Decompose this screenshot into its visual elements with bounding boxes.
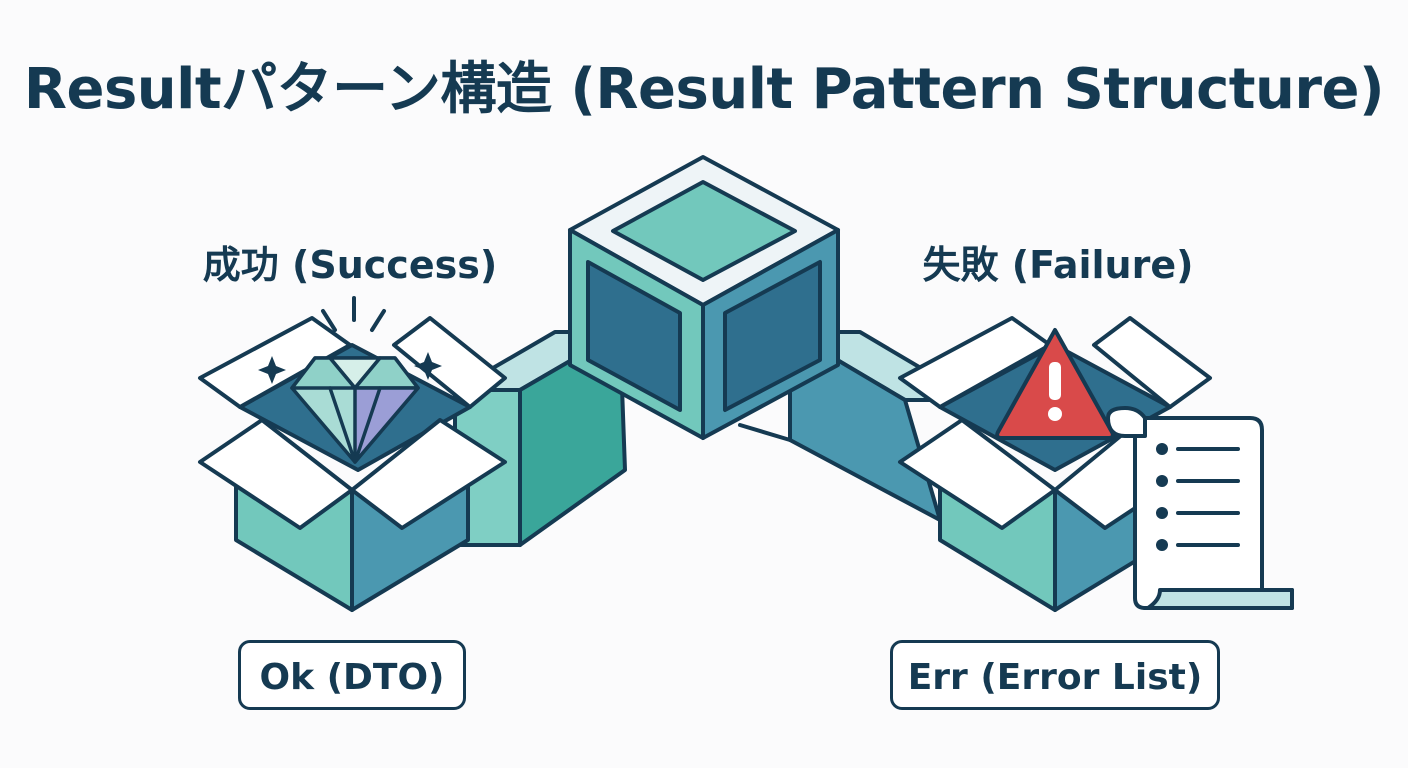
hub-cube-icon: [568, 155, 840, 440]
sparkle-icon: [258, 352, 442, 384]
error-list-bullets: [1156, 443, 1168, 551]
ok-dto-tag: Ok (DTO): [238, 640, 466, 710]
failure-label: 失敗 (Failure): [922, 243, 1194, 287]
error-list-scroll-icon: [1106, 406, 1294, 610]
page-title: Resultパターン構造 (Result Pattern Structure): [23, 57, 1385, 122]
warning-exclamation-icon: [1048, 362, 1062, 421]
sparkle-rays: [321, 296, 386, 332]
err-error-list-tag: Err (Error List): [890, 640, 1220, 710]
success-label: 成功 (Success): [202, 243, 498, 287]
diamond-icon: [290, 356, 420, 464]
